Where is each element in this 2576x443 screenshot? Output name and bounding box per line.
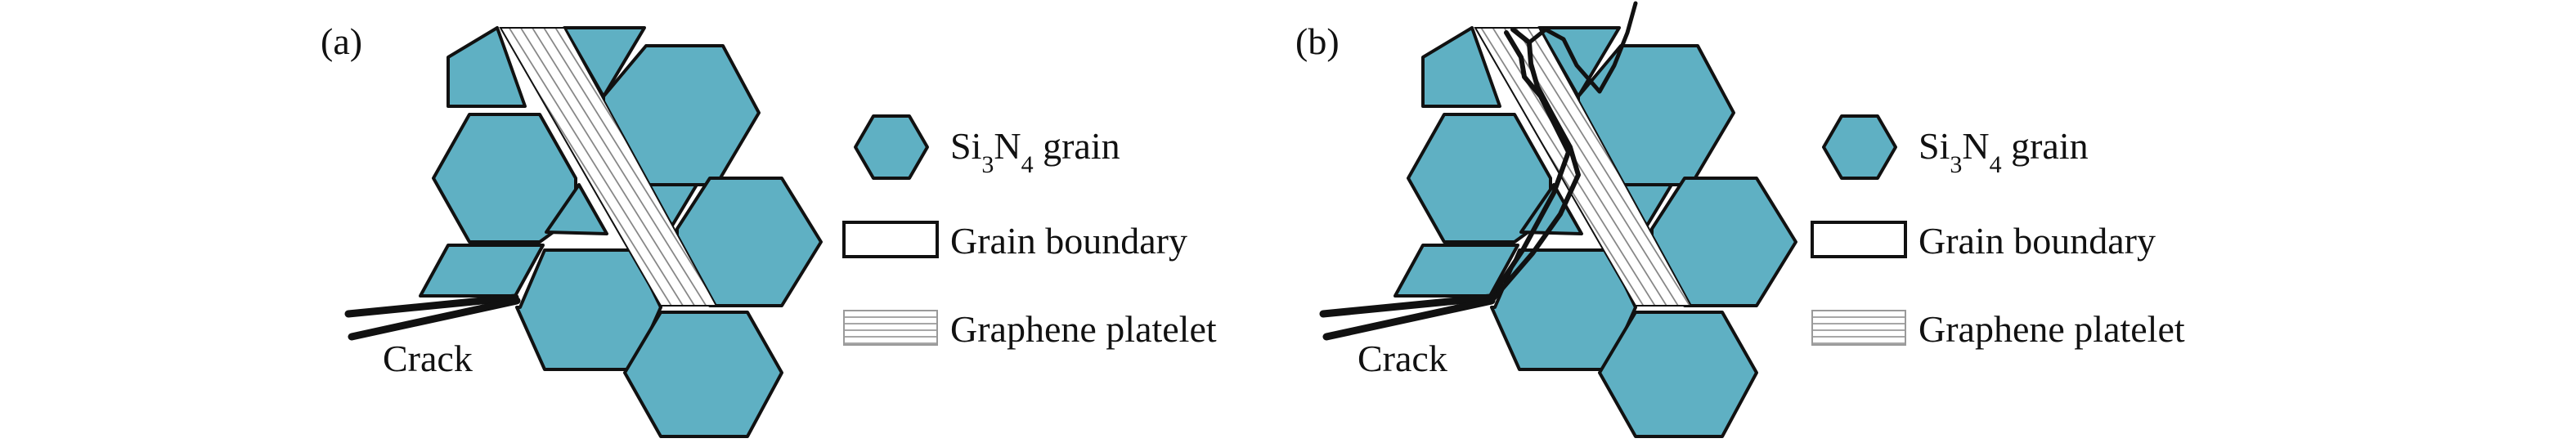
panel-a-crack-label: Crack (383, 338, 473, 379)
grain (1598, 311, 1758, 438)
legend-grain-swatch (1822, 114, 1897, 180)
legend-grain-swatch (854, 114, 929, 180)
panel-b-grains (1393, 26, 1797, 438)
graphene-platelet (499, 27, 718, 307)
panel-b-crack-label: Crack (1358, 338, 1447, 379)
legend-boundary-swatch (842, 221, 939, 258)
graphene-platelet (1474, 27, 1693, 307)
panel-a-grains (419, 26, 823, 438)
grain (545, 183, 608, 235)
grain (1421, 26, 1501, 108)
panel-b-crack (1319, 1, 1638, 341)
legend-platelet-swatch (843, 310, 938, 346)
legend-platelet-label: Graphene platelet (1919, 308, 2185, 350)
legend-platelet-label: Graphene platelet (950, 308, 1217, 350)
panel-b: (b) Crack Si3N4 grain Gra (1295, 1, 2185, 438)
legend-boundary-swatch (1811, 221, 1907, 258)
panel-a: (a) Crack Si3N4 grain Grain bou (321, 20, 1217, 438)
panel-a-legend: Si3N4 grain Grain boundary Graphene plat… (842, 114, 1217, 350)
panel-a-crack (344, 293, 521, 341)
grain (447, 26, 527, 108)
panel-b-label: (b) (1295, 20, 1340, 62)
legend-boundary-label: Grain boundary (950, 220, 1187, 262)
panel-a-label: (a) (321, 20, 362, 62)
grain (623, 311, 783, 438)
grain (1393, 244, 1519, 298)
legend-platelet-swatch (1811, 310, 1906, 346)
legend-grain-label: Si3N4 grain (1919, 125, 2089, 178)
legend-boundary-label: Grain boundary (1919, 220, 2156, 262)
panel-b-legend: Si3N4 grain Grain boundary Graphene plat… (1811, 114, 2185, 350)
legend-grain-label: Si3N4 grain (950, 125, 1120, 178)
grain (419, 244, 545, 298)
